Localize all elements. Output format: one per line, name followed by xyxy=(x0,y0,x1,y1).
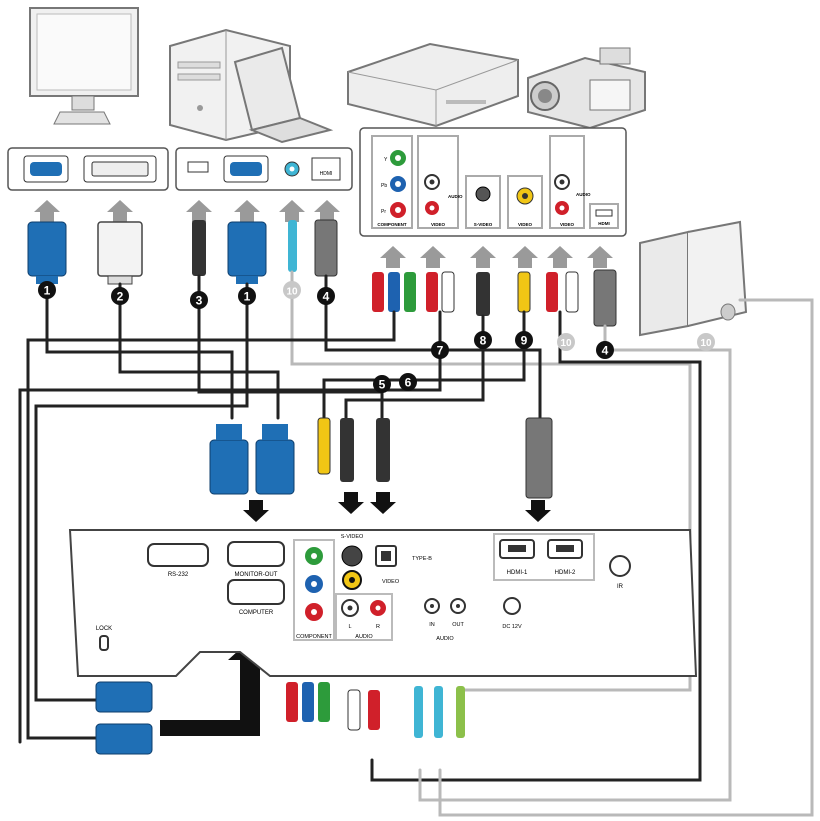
audio-in-label: IN xyxy=(429,622,435,628)
projector-vga-plugs xyxy=(209,424,295,495)
callout-4b: 4 xyxy=(596,341,614,359)
callout-1a: 1 xyxy=(38,281,56,299)
callout-label: 7 xyxy=(437,344,444,358)
dc-label: DC 12V xyxy=(502,624,522,630)
callout-label: 10 xyxy=(560,338,572,349)
callout-label: 2 xyxy=(117,290,124,304)
callout-label: 5 xyxy=(379,378,386,392)
av-audio-label-2: AUDIO xyxy=(576,192,591,197)
callout-label: 10 xyxy=(286,287,298,298)
callout-7: 7 xyxy=(431,341,449,359)
bottom-component-plugs xyxy=(286,682,330,722)
av-svideo-label: S-VIDEO xyxy=(474,222,493,227)
speakers-device xyxy=(639,220,748,337)
callout-10b: 10 xyxy=(557,333,575,351)
vga-plug-monitor xyxy=(27,221,67,284)
audio-l-label: L xyxy=(348,624,351,630)
callout-10a: 10 xyxy=(283,281,301,299)
av-video-label-1: VIDEO xyxy=(431,222,446,227)
callout-3: 3 xyxy=(190,291,208,309)
lock-label: LOCK xyxy=(96,626,112,632)
av-port-panel: Y Pb Pr COMPONENT AUDIO VIDEO S-VIDEO VI… xyxy=(359,127,627,237)
rs232-label: RS-232 xyxy=(168,572,189,578)
callout-4a: 4 xyxy=(317,287,335,305)
component-panel-label: COMPONENT xyxy=(377,222,407,227)
bottom-audio-jack-plugs xyxy=(414,686,465,738)
component-y-label: Y xyxy=(384,157,388,163)
dvd-player-device xyxy=(347,42,519,128)
laptop-port-panel: HDMI xyxy=(175,147,353,191)
callout-9: 9 xyxy=(515,331,533,349)
callout-10c: 10 xyxy=(697,333,715,351)
usb-plug xyxy=(192,220,206,276)
audio-plug-laptop xyxy=(288,220,297,272)
camcorder-device xyxy=(527,47,646,130)
laptop-device xyxy=(233,46,334,144)
grey-arrows xyxy=(34,200,613,268)
projector-component-label: COMPONENT xyxy=(296,634,332,640)
callout-label: 1 xyxy=(44,284,51,298)
monitor-out-label: MONITOR-OUT xyxy=(235,572,278,578)
hdmi-1-label: HDMI-1 xyxy=(507,570,528,576)
av-audio-label-1: AUDIO xyxy=(448,194,463,199)
callout-2: 2 xyxy=(111,287,129,305)
callout-5: 5 xyxy=(373,375,391,393)
rca-audio-plugs-2 xyxy=(546,271,579,313)
av-video-label-3: VIDEO xyxy=(560,222,575,227)
bottom-vga-plugs xyxy=(95,681,153,755)
callout-label: 9 xyxy=(521,334,528,348)
type-b-label: TYPE-B xyxy=(412,556,432,562)
hdmi-plug-av xyxy=(593,269,617,327)
svideo-plug xyxy=(476,272,490,316)
callout-label: 10 xyxy=(700,338,712,349)
callout-label: 3 xyxy=(196,294,203,308)
video-plug-yellow xyxy=(517,271,531,313)
projector-video-plugs xyxy=(317,417,390,482)
callout-8: 8 xyxy=(474,331,492,349)
component-pb-label: Pb xyxy=(381,183,387,189)
callout-label: 6 xyxy=(405,376,412,390)
hdmi-2-label: HDMI-2 xyxy=(555,570,576,576)
audio-inout-label: AUDIO xyxy=(436,636,454,642)
audio-r-label: R xyxy=(376,624,380,630)
projector-hdmi-plug xyxy=(525,417,553,499)
audio-lr-label: AUDIO xyxy=(355,634,373,640)
hdmi-plug-laptop xyxy=(314,219,338,277)
callout-label: 1 xyxy=(244,290,251,304)
monitor-computer-panel xyxy=(7,147,169,191)
av-video-label-2: VIDEO xyxy=(518,222,533,227)
bottom-audio-rca-plugs xyxy=(347,689,380,731)
callout-label: 4 xyxy=(323,290,330,304)
projector-svideo-label: S-VIDEO xyxy=(341,534,364,540)
dvi-plug xyxy=(97,221,143,285)
callout-label: 4 xyxy=(602,344,609,358)
projector-rear-panel: RS-232 MONITOR-OUT COMPUTER LOCK COMPONE… xyxy=(68,529,698,677)
laptop-hdmi-label: HDMI xyxy=(320,171,333,177)
callout-label: 8 xyxy=(480,334,487,348)
ir-label: IR xyxy=(617,584,624,590)
monitor-device xyxy=(29,7,139,125)
callout-1b: 1 xyxy=(238,287,256,305)
component-plugs xyxy=(372,272,416,312)
vga-plug-laptop xyxy=(227,221,267,284)
projector-video-label: VIDEO xyxy=(382,579,400,585)
component-pr-label: Pr xyxy=(381,209,386,215)
audio-out-label: OUT xyxy=(452,622,464,628)
av-hdmi-label: HDMI xyxy=(598,221,610,226)
callout-6: 6 xyxy=(399,373,417,391)
computer-label: COMPUTER xyxy=(239,610,274,616)
rca-audio-plugs-1 xyxy=(426,271,455,313)
callouts: 1 2 3 1 10 4 5 6 7 8 9 10 4 10 xyxy=(38,281,715,393)
